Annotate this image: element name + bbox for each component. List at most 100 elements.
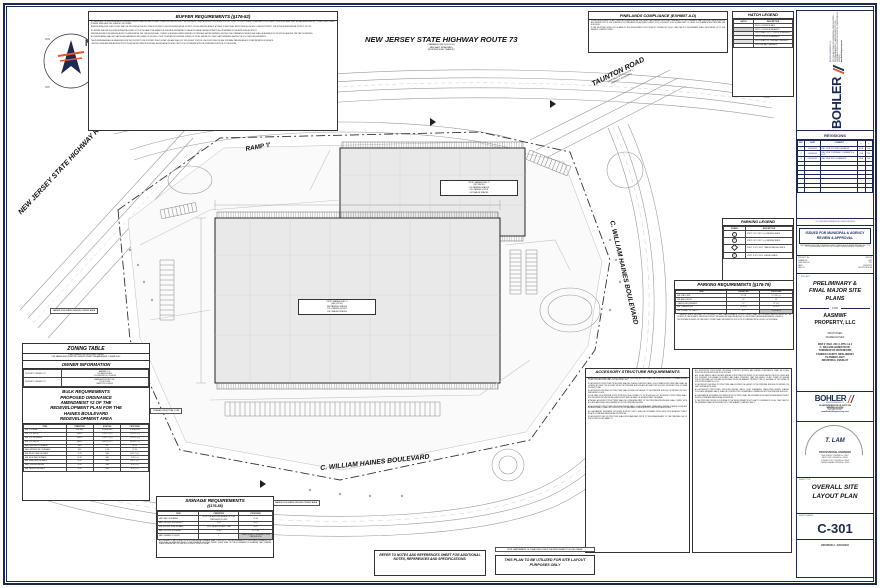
table-row: MIN. NUMBER OF STALLS *** 577 513 STALLS [675, 308, 793, 314]
parking-requirements-table: ITEM PERMITTED PROPOSED MIN. STALL SIZE … [675, 289, 793, 314]
firm-address-1: 30 INDEPENDENCE BLVD, SUITE 200 [819, 405, 851, 407]
parking-desc: PROP. 9 FT X 18 FT (+/-) PARKING SPACE [745, 237, 793, 245]
svg-text:NW: NW [45, 37, 50, 41]
hatch-legend-panel: HATCH LEGEND HATCH DESCRIPTION PROP. CON… [732, 11, 794, 97]
project-title-text: PRELIMINARY & FINAL MAJOR SITE PLANS [808, 281, 862, 302]
table-row: MIN. PARKING SETBACK 25 FT N/A 25 FT (+/… [23, 466, 149, 472]
hatch-legend-table: HATCH DESCRIPTION PROP. CONCRETE WALK PR… [733, 19, 793, 48]
refer-to-notes-box: REFER TO NOTES AND REFERENCES SHEET FOR … [374, 550, 486, 576]
bohler-footer-wordmark: BOHLER [799, 394, 871, 403]
table-row: 4 PROP. 12 FT X 55 FT LOADING SPACE [723, 251, 793, 260]
issue-disclaimer: THE DRAWING IS PROVIDED FOR BIDDING, AGE… [800, 245, 870, 249]
table-row [797, 169, 873, 176]
site-label-redevelopment-area-south: HAINES BOULEVARD REDEVELOPMENT AREA [272, 500, 321, 507]
project-label: PROJECT [801, 276, 811, 278]
sheet-number-label: SHEET NUMBER [799, 515, 814, 517]
accessory-structure-title: ACCESSORY STRUCTURE REQUIREMENTS [586, 369, 689, 378]
sheet-border-outer [3, 3, 877, 585]
bulk-requirements-table: ITEM PERMITTED EXISTING PROPOSED MIN. LO… [23, 424, 149, 472]
buffer-requirements-panel: BUFFER REQUIREMENTS (§176-52) NO LANDSCA… [88, 11, 338, 131]
sheet-number-text: C-301 [817, 521, 853, 536]
road-label-route-73: NEW JERSEY STATE HIGHWAY ROUTE 73 (VARIA… [365, 35, 518, 52]
zoning-table-panel: ZONING TABLE ZONE: PLANNED LIGHT INDUSTR… [22, 343, 150, 501]
table-row: 1 11/02/2022 REV. PER UTILITIES UPDATES … [797, 145, 873, 152]
table-row: PROP. 12 FT X 60 FT TRAILER PARKING SPAC… [723, 243, 793, 253]
revisions-title: REVISIONS [797, 131, 873, 140]
revisions-table: REV DATE COMMENT DRAWN BY CHECKED BY 1 1… [797, 140, 873, 193]
parking-stalls [159, 149, 572, 417]
firm-address-2: WARREN, NJ 07059 [826, 407, 844, 409]
signage-requirements-panel: SIGNAGE REQUIREMENTS (§176-88) ITEM PERM… [156, 496, 274, 558]
svg-text:SW: SW [45, 85, 50, 89]
parking-symbol-diamond [723, 243, 747, 253]
table-row: PROP. ASPHALT PAVEMENT [733, 42, 793, 48]
firm-website: www.BohlerEngineering.com [821, 411, 849, 413]
buffer-requirements-title: BUFFER REQUIREMENTS (§176-52) [89, 12, 337, 22]
client-name: AASMWF PROPERTY, LLC [814, 313, 856, 327]
copyright-strip: © 2023 BOHLER ENGINEERING. ALL RIGHTS RE… [797, 219, 873, 226]
parking-desc: PROP. 12 FT X 55 FT LOADING SPACE [745, 251, 793, 260]
bohler-website: www.BohlerEngineering.com [841, 40, 843, 63]
parking-desc: PROP. 9 FT X 18 FT (+/-) PARKING SPACE [745, 230, 793, 239]
revision-footer-text: REVISION 3 - 02/16/2023 [821, 543, 849, 547]
project-field-number: PROJECT No.J011125 [798, 257, 872, 259]
accessory-structure-requirements-panel: ACCESSORY STRUCTURE REQUIREMENTS ACCESSO… [585, 368, 690, 553]
sheet-title-label: SHEET TITLE [799, 479, 811, 481]
parking-legend-panel: PARKING LEGEND SYMBOL DESCRIPTION 1 PROP… [722, 218, 794, 284]
pinelands-compliance-panel: PINELANDS COMPLIANCE (EXHIBIT A.D) IN TH… [588, 11, 728, 53]
table-row [797, 187, 873, 193]
sheet-title-text: OVERALL SITE LAYOUT PLAN [811, 484, 859, 500]
hatch-swatch [733, 42, 755, 48]
parking-requirements-footnotes: *** PARKING SPACE REQUIRED OR PROPOSED. … [677, 314, 791, 322]
warehouse-2-callout: PROP. WAREHOUSE #2 (387,386 SF) 179 PARK… [440, 180, 518, 197]
bulk-requirements-title: BULK REQUIREMENTS PROPOSED ORDINANCE AME… [23, 386, 149, 425]
sheet-number-block: SHEET NUMBER C-301 [797, 514, 873, 540]
project-title-block: PROJECT PRELIMINARY & FINAL MAJOR SITE P… [797, 274, 873, 392]
signage-requirements-footnote: ALL SIGNAGE TO BE LOCATED ON SITE PLAN, … [159, 540, 271, 546]
buffer-requirements-body: NO LANDSCAPE OR BUILDING AREA PROVIDING … [91, 22, 335, 45]
table-row: 1 PROP. 9 FT X 18 FT (+/-) PARKING SPACE [723, 230, 793, 239]
bohler-slash-icon [847, 395, 855, 403]
site-label-planned-industrial-zone: PLANNED INDUSTRIAL ZONE [150, 408, 183, 415]
parking-requirements-panel: PARKING REQUIREMENTS (§176-79) ITEM PERM… [674, 280, 794, 350]
title-block: BOHLER BOHLER ENGINEERING, LLC SITE CIVI… [796, 10, 874, 578]
mechanical-solar-note-panel: ALL SUPPORTING STRUCTURES, INCLUDING CON… [692, 368, 792, 553]
bohler-slash-icon [832, 65, 844, 76]
sheet-title-block: SHEET TITLE OVERALL SITE LAYOUT PLAN [797, 478, 873, 514]
owner-information-title: OWNER INFORMATION [23, 360, 149, 370]
project-field-cad-id: CAD I.D.J011125-SITE-04 [798, 267, 872, 270]
signage-requirements-title: SIGNAGE REQUIREMENTS (§176-88) [157, 497, 273, 512]
table-row: PROPERTY OWNER LOT 1 AASMWF, LLC 810 HAD… [23, 369, 149, 379]
revisions-block: REVISIONS REV DATE COMMENT DRAWN BY CHEC… [797, 131, 873, 219]
engineer-licenses: NEW JERSEY LICENSE No. 47892 NEW YORK LI… [820, 455, 850, 465]
project-location: MAP 2 | BLK. 204 | LOTS 1 & 2 C. WILLIAM… [816, 343, 854, 363]
accessory-structure-body: ACCESSORY BUILDINGS AND STRUCTURES TO TH… [588, 378, 687, 420]
pinelands-compliance-body: IN THE DEVELOPMENT OF ANY PRINCIPAL NONR… [591, 21, 725, 32]
owner-information-table: PROPERTY OWNER LOT 1 AASMWF, LLC 810 HAD… [23, 369, 149, 387]
hatch-legend-title: HATCH LEGEND [733, 12, 793, 20]
revision-footer-block: REVISION 3 - 02/16/2023 [797, 540, 873, 550]
table-row: MAX. NUMBER OF SIGNS 1 2 WALL SIGNS / 1 … [157, 532, 273, 540]
hatch-desc: PROP. ASPHALT PAVEMENT [753, 42, 793, 48]
issue-stamp-block: ISSUED FOR MUNICIPAL & AGENCY REVIEW & A… [797, 226, 873, 256]
parking-desc: PROP. 12 FT X 60 FT TRAILER PARKING SPAC… [745, 243, 793, 253]
parking-symbol-circle: 4 [723, 251, 747, 260]
firm-fax: Fax (908) 754-4401 [828, 410, 842, 411]
table-row: PROPERTY OWNER LOT 2 MARSHA PROPERTY INC… [23, 377, 149, 387]
bohler-services: SITE CIVIL AND CONSULTING ENGINEERING • … [833, 12, 841, 63]
bohler-footer-tagline: BOHLER ENGINEERING, LLC [826, 403, 844, 404]
signage-requirements-table: ITEM PERMITTED PROPOSED MAX. WALL SIGN A… [157, 511, 273, 540]
parking-legend-table: SYMBOL DESCRIPTION 1 PROP. 9 FT X 18 FT … [723, 226, 793, 260]
proposed-use: PROPOSED WAREHOUSES [825, 332, 845, 339]
engineer-seal-block: T. LAM PROFESSIONAL ENGINEER NEW JERSEY … [797, 422, 873, 478]
zoning-table-subtitle: ZONE: PLANNED LIGHT INDUSTRIAL OVERLAY U… [23, 354, 149, 361]
bohler-wordmark: BOHLER [828, 77, 844, 129]
bohler-footer-block: BOHLER BOHLER ENGINEERING, LLC 30 INDEPE… [797, 392, 873, 422]
mechanical-solar-note-body: ALL SUPPORTING STRUCTURES, INCLUDING CON… [695, 371, 789, 404]
firm-phone: Phone (908) 668-8300 [827, 409, 843, 410]
pinelands-compliance-title: PINELANDS COMPLIANCE (EXHIBIT A.D) [589, 12, 727, 21]
parking-requirements-title: PARKING REQUIREMENTS (§176-79) [675, 281, 793, 290]
